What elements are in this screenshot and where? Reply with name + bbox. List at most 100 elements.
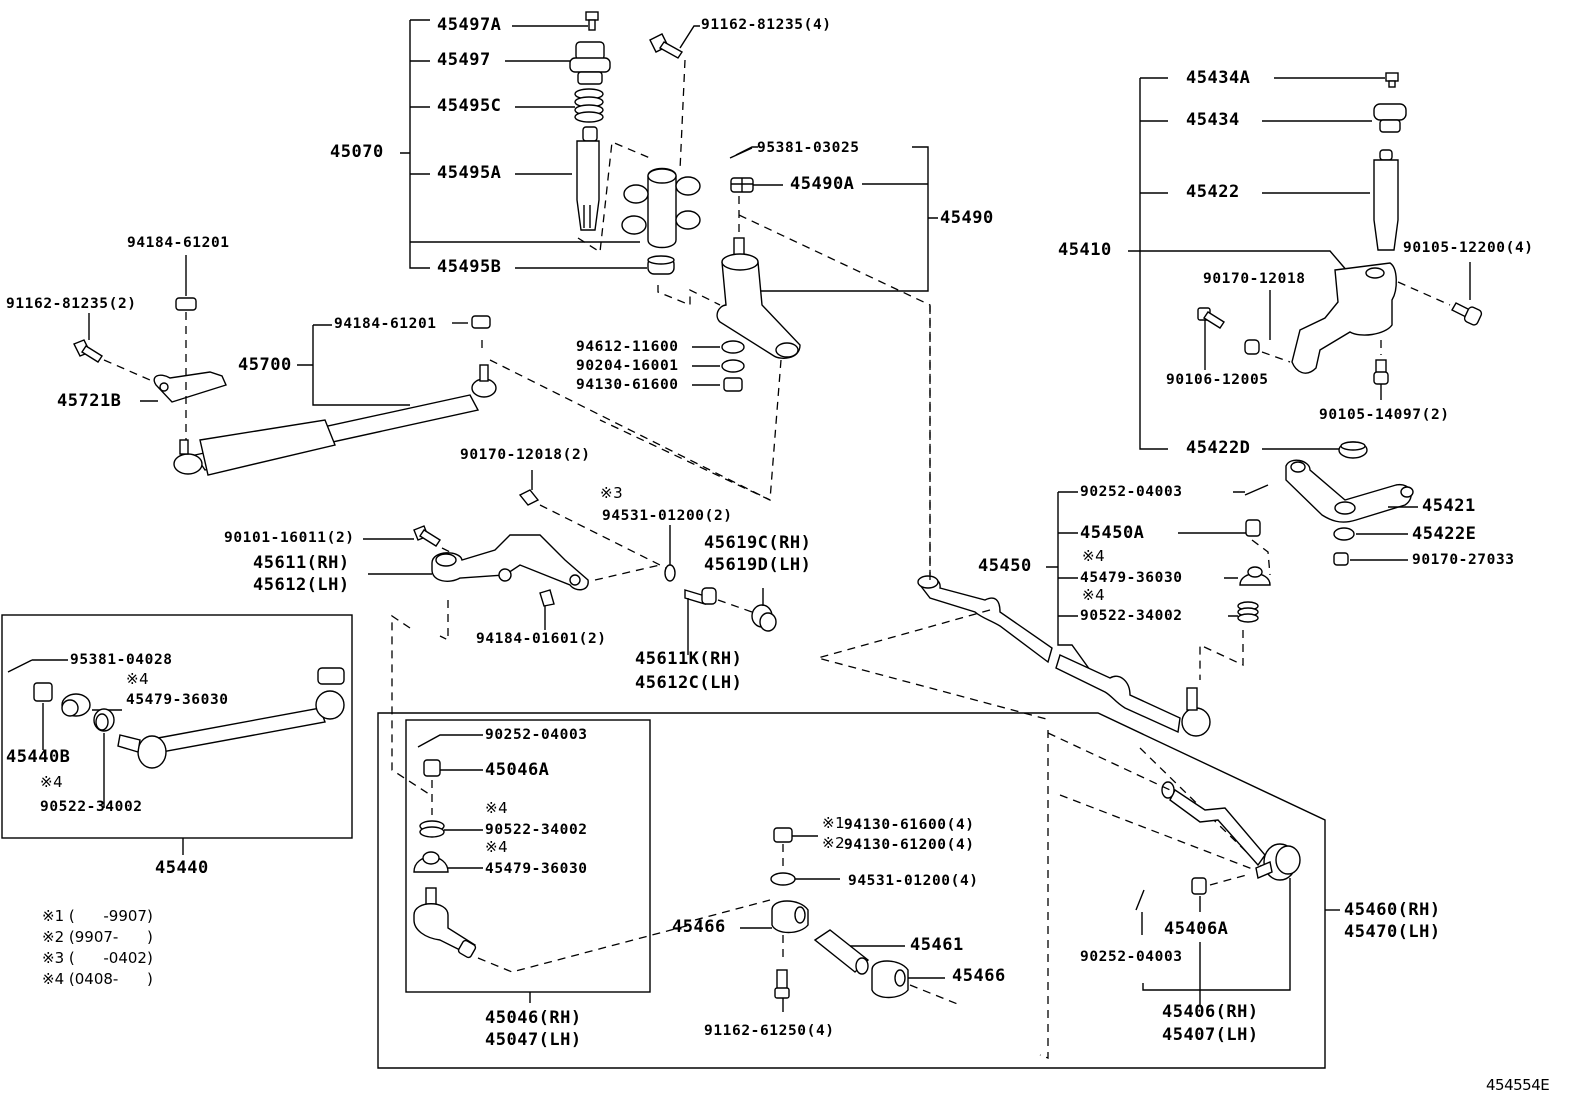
nut-90170-12018-icon [1244, 339, 1260, 355]
bushing-45495b-icon [647, 255, 675, 275]
label-45612-lh: 45612(LH) [253, 575, 350, 595]
bolt-90101-16011-icon [413, 525, 441, 547]
label-45461: 45461 [910, 935, 964, 955]
nut-94184-61201-a-icon [175, 297, 197, 311]
drag-link-45700-icon [173, 364, 497, 476]
label-91162-61250-4: 91162-61250(4) [704, 1023, 835, 1039]
legend-mark: ※2 [42, 928, 65, 946]
label-90105-12200-4: 90105-12200(4) [1403, 240, 1534, 256]
bushing-45619c-icon [751, 604, 777, 632]
label-90170-12018: 90170-12018 [1203, 271, 1306, 287]
label-94184-01601-2: 94184-01601(2) [476, 631, 607, 647]
clamp-45466-b-icon [871, 960, 909, 999]
label-95381-04028: 95381-04028 [70, 652, 173, 668]
legend-mark: ※3 [42, 949, 65, 967]
label-94130-61200-4: 94130-61200(4) [844, 837, 975, 853]
bolt-90105-14097-2-icon [1373, 359, 1389, 385]
bracket-45700 [297, 322, 468, 406]
label-45460-rh: 45460(RH) [1344, 900, 1441, 920]
label-94184-61201-a: 94184-61201 [127, 235, 230, 251]
label-45612c-lh: 45612C(LH) [635, 673, 743, 693]
label-91162-81235-2: 91162-81235(2) [6, 296, 137, 312]
idler-arm-45490-icon [716, 237, 801, 359]
legend-row: ※4 (0408- ) [42, 969, 153, 990]
label-note-3: ※3 [600, 484, 624, 502]
cotter-pin-95381-03025-icon [729, 147, 753, 159]
label-45619d-lh: 45619D(LH) [704, 555, 812, 575]
pitman-arm-45611-icon [431, 534, 589, 591]
boot-45479-36030-a-icon [1239, 566, 1271, 586]
bolt-45611k-icon [684, 587, 717, 605]
label-90170-27033: 90170-27033 [1412, 552, 1515, 568]
label-90522-34002-a: 90522-34002 [1080, 608, 1183, 624]
label-95381-03025: 95381-03025 [757, 140, 860, 156]
label-45611-rh: 45611(RH) [253, 553, 350, 573]
arm-45421-icon [1285, 459, 1414, 523]
legend-row: ※3 ( -0402) [42, 948, 153, 969]
box-45440 [1, 614, 353, 839]
label-45495a: 45495A [437, 163, 502, 183]
label-45619c-rh: 45619C(RH) [704, 533, 812, 553]
nut-94184-61201-b-icon [471, 315, 491, 329]
label-90252-04003-b: 90252-04003 [485, 727, 588, 743]
label-45047-lh: 45047(LH) [485, 1030, 582, 1050]
label-note-4-a: ※4 [1082, 547, 1106, 565]
label-45466-b: 45466 [952, 966, 1006, 986]
label-90252-04003-a: 90252-04003 [1080, 484, 1183, 500]
label-45450: 45450 [978, 556, 1032, 576]
label-note-4-e: ※4 [485, 799, 509, 817]
nut-45440b-icon [33, 682, 53, 750]
label-45434a: 45434A [1186, 68, 1251, 88]
label-note-4-c: ※4 [126, 670, 150, 688]
label-94531-01200-2: 94531-01200(2) [602, 508, 733, 524]
legend-mark: ※4 [42, 970, 65, 988]
legend-range: ( -9907) [68, 907, 153, 925]
label-45422e: 45422E [1412, 524, 1477, 544]
label-45046a: 45046A [485, 760, 550, 780]
washer-94612-11600-icon [721, 340, 745, 354]
bolt-90106-12005-icon [1197, 307, 1225, 329]
bolt-91162-81235-4-icon [649, 25, 700, 59]
label-90105-14097-2: 90105-14097(2) [1319, 407, 1450, 423]
label-90522-34002-c: 90522-34002 [485, 822, 588, 838]
bracket-45070 [400, 19, 647, 269]
label-94130-61600: 94130-61600 [576, 377, 679, 393]
date-range-legend: ※1 ( -9907) ※2 (9907- ) ※3 ( -0402) ※4 (… [42, 906, 153, 990]
label-45611k-rh: 45611K(RH) [635, 649, 743, 669]
spring-45495c-icon [574, 88, 604, 123]
nut-94130-61600-4-icon [773, 827, 793, 843]
label-45406a: 45406A [1164, 919, 1229, 939]
label-91162-81235-4: 91162-81235(4) [701, 17, 832, 33]
label-note-4-d: ※4 [40, 773, 64, 791]
lock-washer-90204-16001-icon [721, 359, 745, 373]
label-45479-36030-a: 45479-36030 [1080, 570, 1183, 586]
castle-nut-45046a-icon [423, 759, 483, 777]
label-94612-11600: 94612-11600 [576, 339, 679, 355]
nut-45422e-icon [1333, 527, 1355, 541]
label-45497: 45497 [437, 50, 491, 70]
bolt-45497a-icon [585, 11, 599, 31]
relay-rod-45450-icon [917, 575, 1211, 737]
legend-row: ※1 ( -9907) [42, 906, 153, 927]
legend-range: ( -0402) [68, 949, 153, 967]
box-45460 [377, 712, 1326, 1069]
label-45440: 45440 [155, 858, 209, 878]
shaft-45422-icon [1373, 149, 1399, 251]
boot-45479-36030-b-icon [61, 693, 122, 717]
label-45407-lh: 45407(LH) [1162, 1025, 1259, 1045]
cotter-pin-90252-04003-b-icon [417, 734, 483, 748]
nut-45406a-icon [1191, 877, 1207, 895]
label-45470-lh: 45470(LH) [1344, 922, 1441, 942]
label-45490a: 45490A [790, 174, 855, 194]
label-94531-01200-4: 94531-01200(4) [848, 873, 979, 889]
tie-rod-end-45046-icon [413, 887, 477, 959]
tie-rod-45440-icon [117, 667, 345, 769]
washer-94531-01200-4-icon [770, 872, 796, 886]
label-45721b: 45721B [57, 391, 122, 411]
label-94184-61201-b: 94184-61201 [334, 316, 437, 332]
label-90170-12018-2: 90170-12018(2) [460, 447, 591, 463]
plug-45497-icon [569, 41, 611, 85]
castle-nut-45450a-icon [1245, 519, 1261, 537]
bolt-91162-61250-4-icon [774, 969, 790, 999]
label-45450a: 45450A [1080, 523, 1145, 543]
